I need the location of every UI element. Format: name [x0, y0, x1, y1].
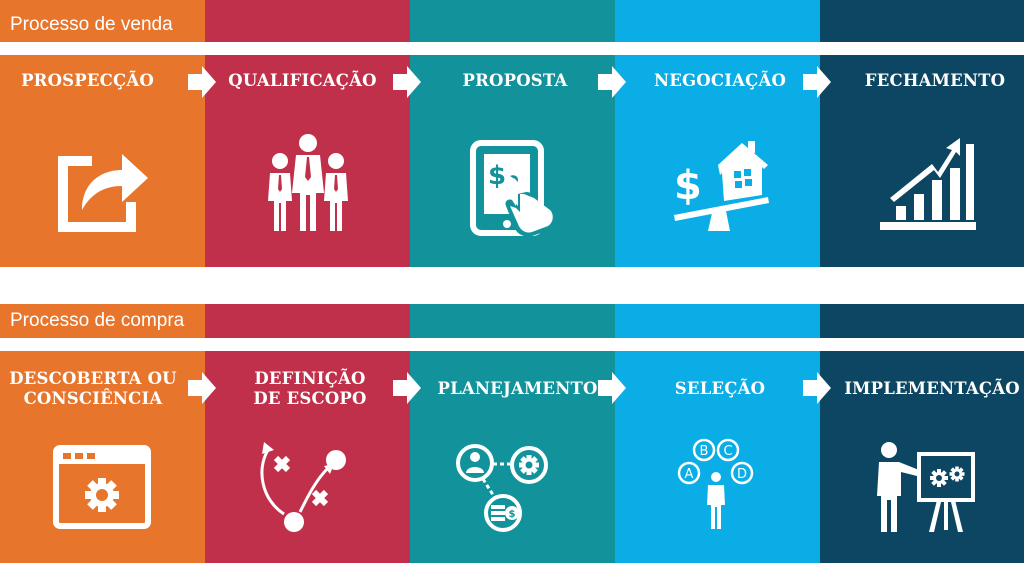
share-out-icon	[58, 154, 148, 232]
step-title-descoberta: DESCOBERTA OU CONSCIÊNCIA	[8, 369, 178, 409]
purchase-strip-4	[820, 304, 1024, 338]
step-title-selecao: SELEÇÃO	[674, 379, 766, 398]
step-title-descoberta-line2: CONSCIÊNCIA	[23, 389, 163, 408]
step-title-planejamento: PLANEJAMENTO	[437, 379, 598, 398]
purchase-arrow-3	[598, 372, 626, 404]
browser-gear-icon	[53, 445, 151, 529]
tablet-dollar-sign: $	[488, 161, 506, 191]
choice-d: D	[737, 467, 747, 482]
sales-panel-negociacao	[615, 55, 820, 267]
sales-arrow-2	[393, 66, 421, 98]
choice-b: B	[700, 444, 709, 459]
choice-c: C	[723, 444, 732, 459]
purchase-arrow-4	[803, 372, 831, 404]
balance-house-dollar-icon: $	[674, 141, 769, 231]
purchase-strip-2	[410, 304, 615, 338]
choice-a: A	[685, 467, 694, 482]
sales-section-label: Processo de venda	[0, 8, 205, 42]
sales-strip-2	[410, 0, 615, 42]
sales-strip-4	[820, 0, 1024, 42]
step-title-definicao-line1: DEFINIÇÃO	[254, 369, 366, 388]
purchase-arrow-1	[188, 372, 216, 404]
step-title-definicao-line2: DE ESCOPO	[253, 389, 367, 408]
step-title-qualificacao: QUALIFICAÇÃO	[228, 71, 377, 90]
sales-arrow-4	[803, 66, 831, 98]
strategy-play-icon	[260, 442, 346, 532]
sales-strip-1	[205, 0, 410, 42]
sales-panel-fechamento	[820, 55, 1024, 267]
purchase-arrow-2	[393, 372, 421, 404]
planning-network-icon: $	[456, 444, 548, 532]
purchase-panel-definicao	[205, 351, 410, 563]
tablet-dollar-icon: $	[470, 140, 557, 237]
step-title-definicao: DEFINIÇÃO DE ESCOPO	[225, 369, 395, 409]
step-title-implementacao: IMPLEMENTAÇÃO	[844, 379, 1020, 398]
step-title-negociacao: NEGOCIAÇÃO	[653, 71, 787, 90]
presenter-board-icon	[877, 442, 975, 532]
step-title-prospeccao: PROSPECÇÃO	[21, 71, 154, 90]
sales-arrow-1	[188, 66, 216, 98]
sales-strip-3	[615, 0, 820, 42]
purchase-panel-implementacao	[820, 351, 1024, 563]
step-title-fechamento: FECHAMENTO	[864, 71, 1006, 90]
coin-dollar-sign: $	[509, 509, 516, 520]
abcd-choice-icon: A B C D	[677, 438, 754, 529]
business-team-icon	[268, 134, 348, 231]
purchase-strip-3	[615, 304, 820, 338]
svg-text:$: $	[674, 163, 702, 209]
step-title-descoberta-line1: DESCOBERTA OU	[9, 369, 177, 388]
sales-arrow-3	[598, 66, 626, 98]
step-title-proposta: PROPOSTA	[462, 71, 568, 90]
purchase-strip-1	[205, 304, 410, 338]
growth-chart-icon	[880, 138, 976, 230]
purchase-section-label: Processo de compra	[0, 304, 205, 338]
